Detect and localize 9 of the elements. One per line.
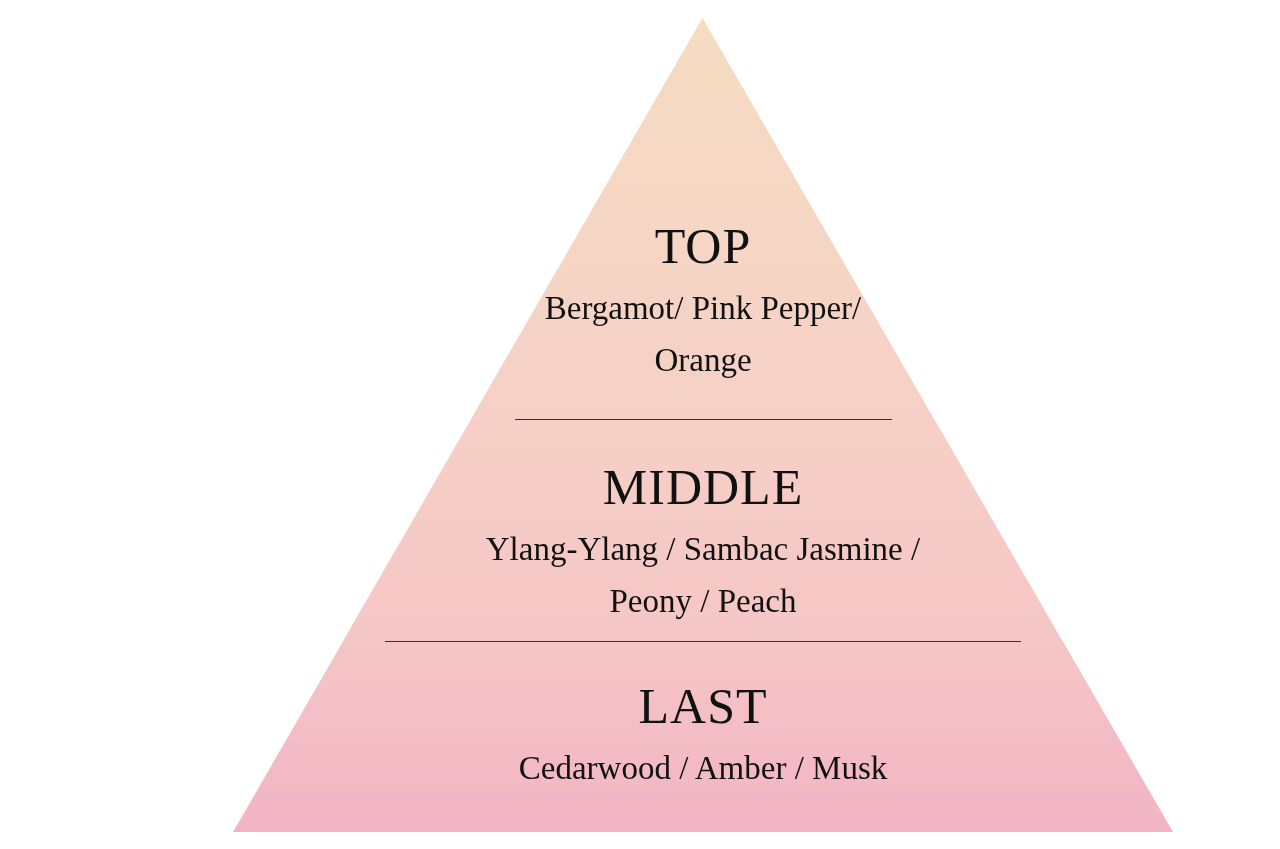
- band-heading: MIDDLE: [602, 459, 804, 515]
- band-heading: TOP: [654, 218, 752, 274]
- band-text: Cedarwood / Amber / Musk: [518, 749, 888, 788]
- band-heading: LAST: [638, 678, 768, 734]
- pyramid-band: [343, 419, 1063, 641]
- band-text: Bergamot/ Pink Pepper/ Orange: [543, 289, 863, 380]
- pyramid-band: [233, 641, 1173, 832]
- band-text: Ylang-Ylang / Sambac Jasmine / Peony / Peach: [484, 530, 922, 621]
- pyramid-top-triangle: [471, 18, 935, 419]
